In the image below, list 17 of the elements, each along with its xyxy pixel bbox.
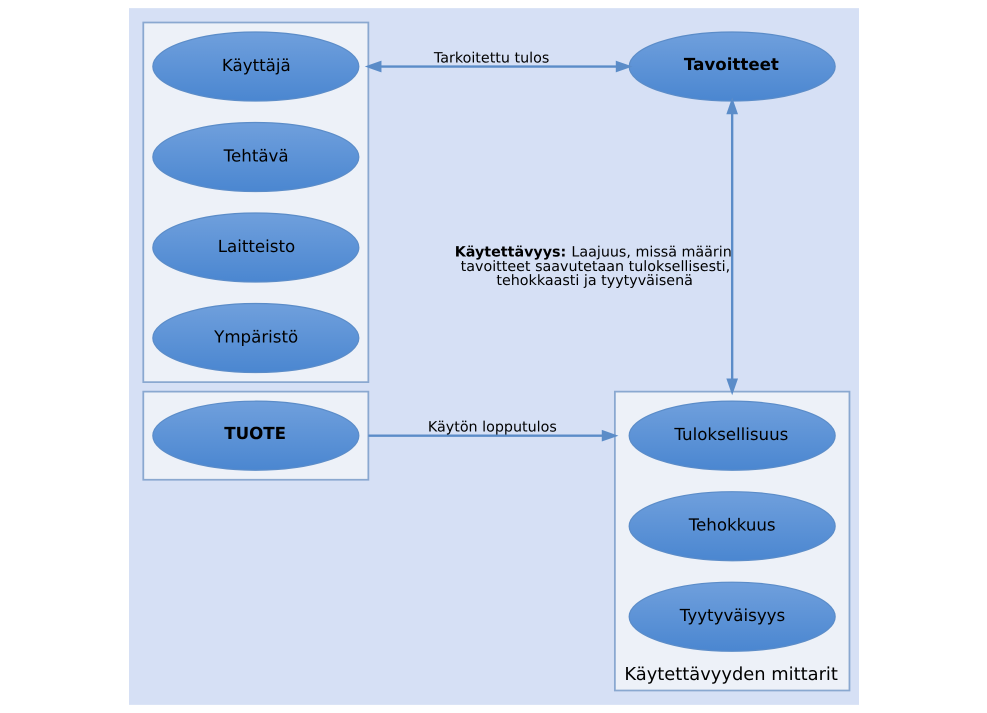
node-ellipse: Tavoitteet	[628, 31, 836, 102]
node-ellipse: Käyttäjä	[152, 31, 359, 102]
arrow	[368, 430, 618, 442]
cluster	[142, 22, 369, 383]
edge-label: Käytön lopputulos	[427, 420, 556, 436]
node-ellipse: TUOTE	[152, 400, 359, 471]
node-ellipse: Tehokkuus	[628, 491, 836, 562]
edge-label: Käytettävyys: Laajuus, missä määrin tavoitteet saavutetaan tuloksellisesti, tehokkaasti ja tyytyväisenä	[454, 244, 732, 290]
node-ellipse: Tuloksellisuus	[628, 400, 836, 471]
arrow	[726, 98, 738, 396]
cluster	[142, 390, 369, 481]
node-ellipse: Ympäristö	[152, 302, 359, 374]
node-ellipse: Laitteisto	[152, 212, 359, 283]
arrow	[364, 60, 632, 72]
node-ellipse: Tehtävä	[152, 122, 359, 192]
edge-label: Tarkoitettu tulos	[433, 50, 549, 66]
node-ellipse: Tyytyväisyys	[628, 582, 836, 652]
